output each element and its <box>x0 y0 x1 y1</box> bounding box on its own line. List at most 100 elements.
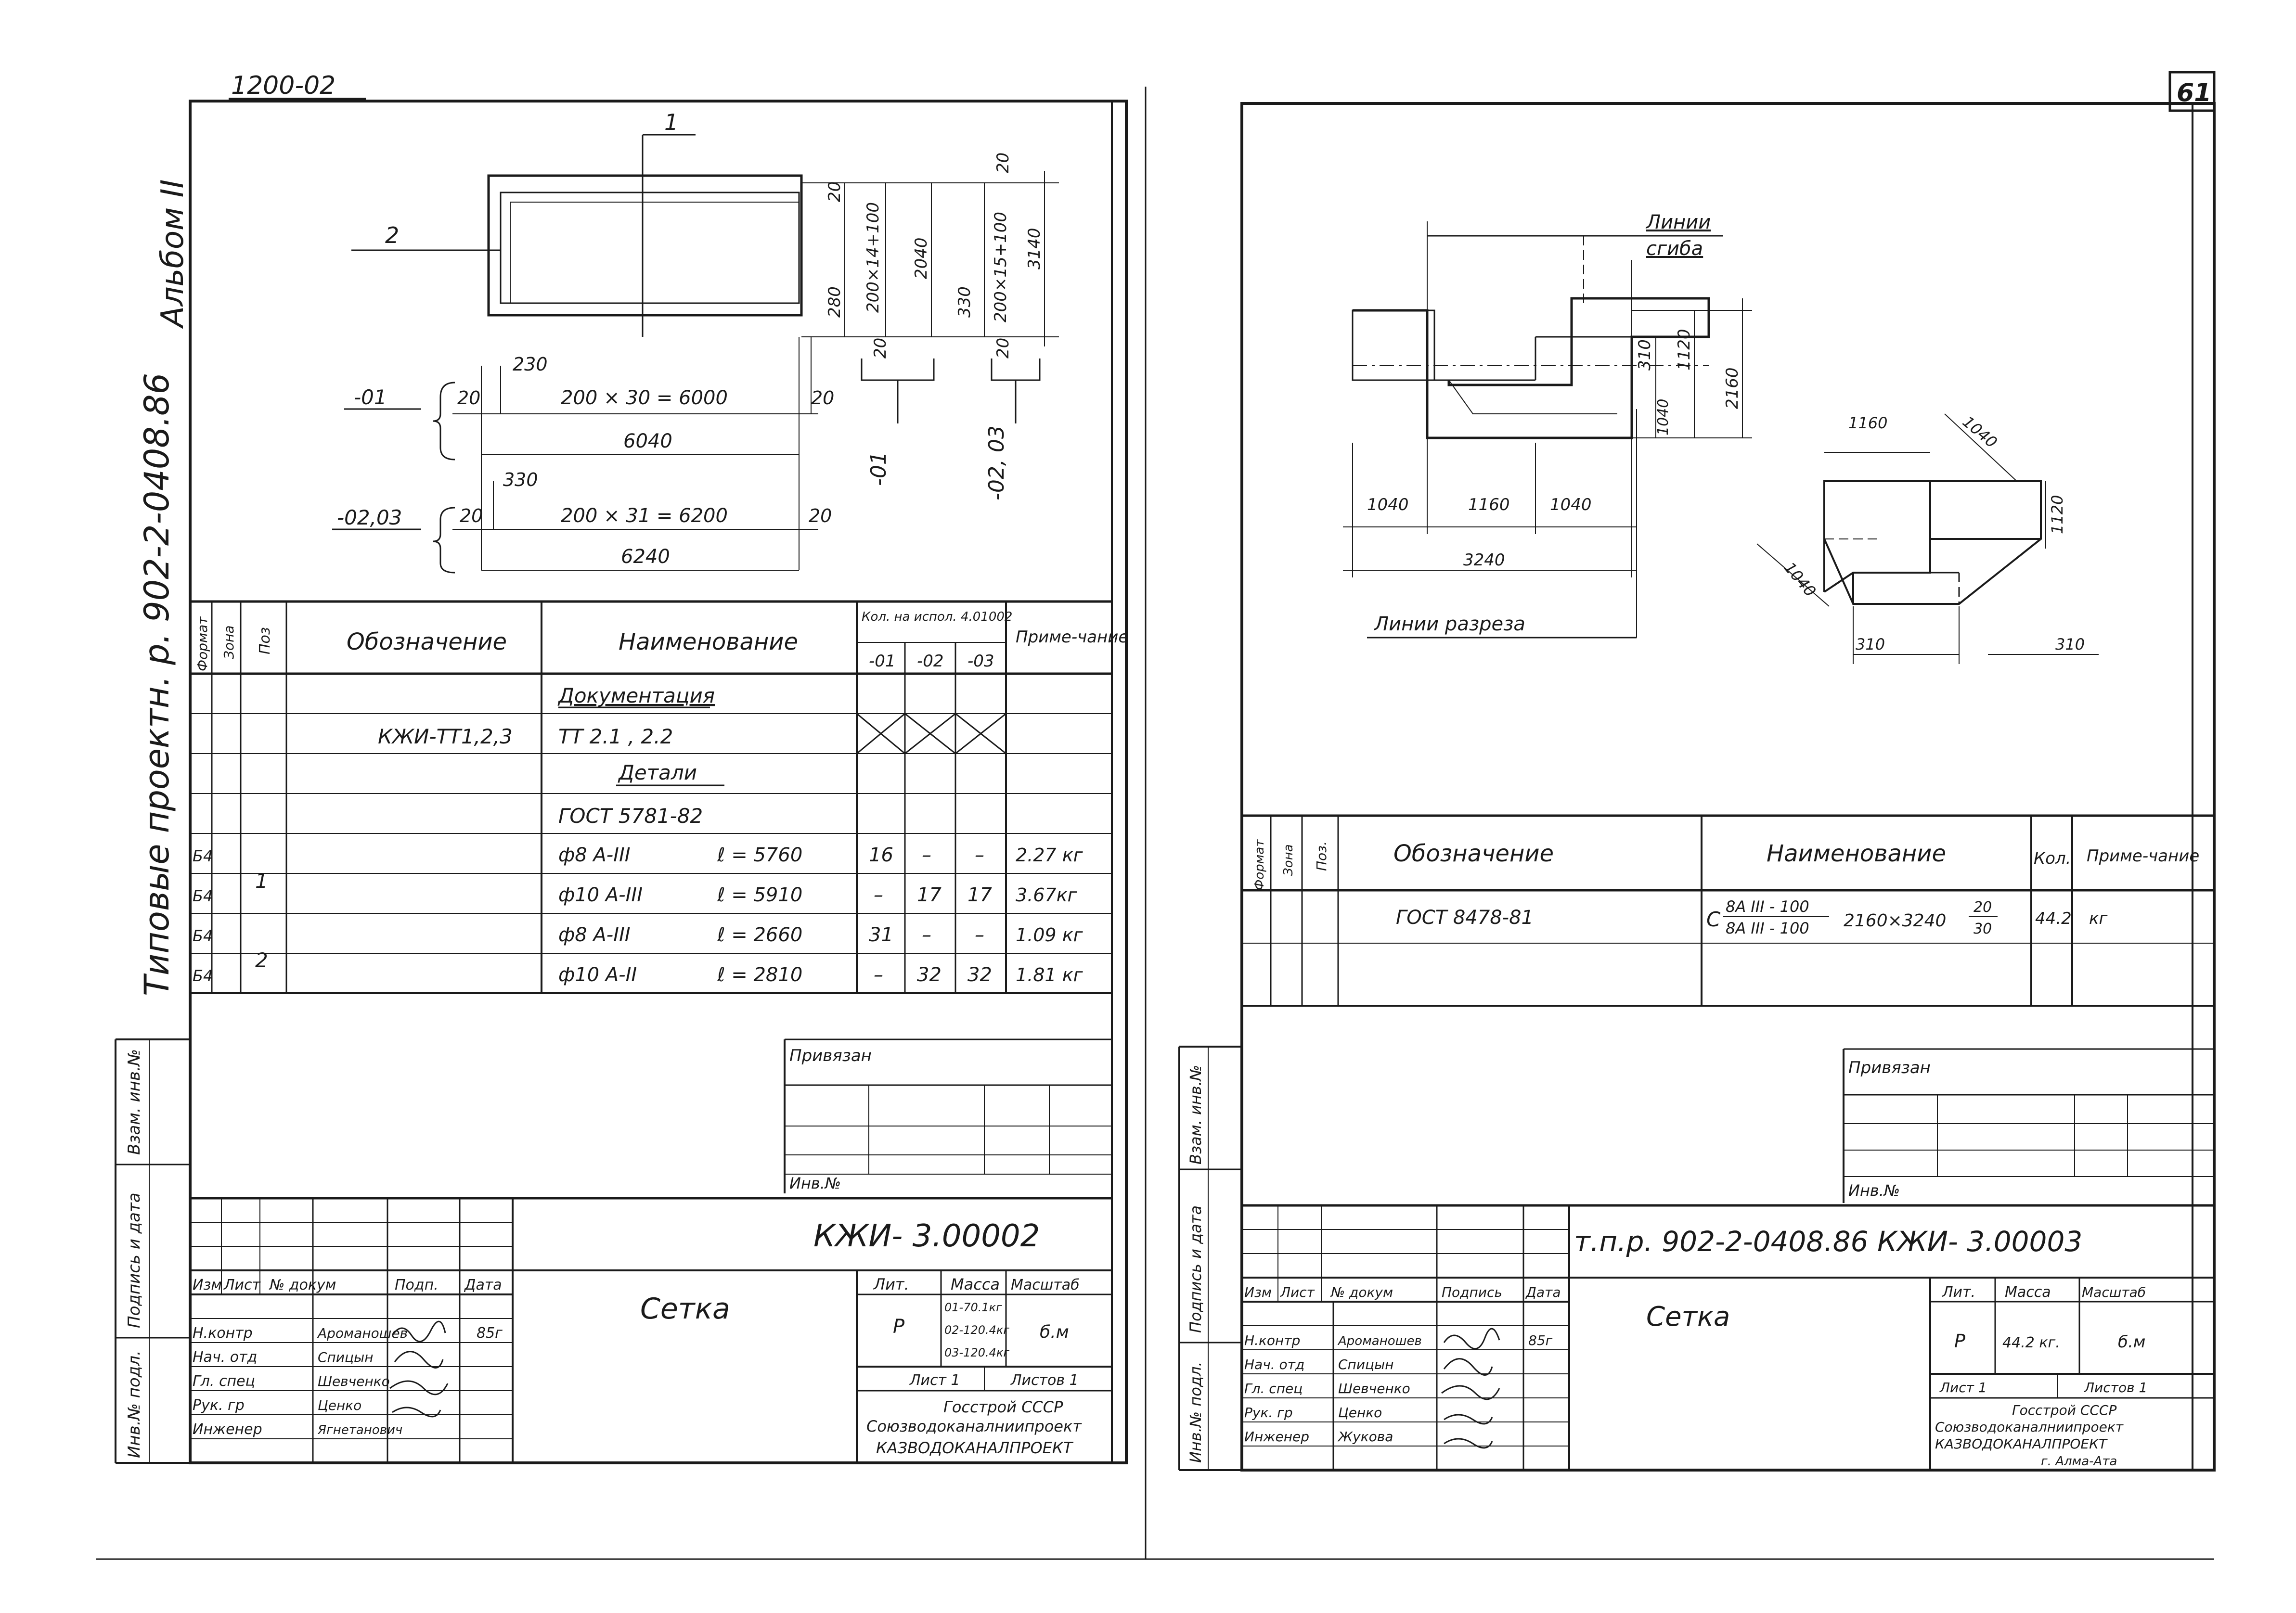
svg-text:Лит.: Лит. <box>1942 1284 1975 1301</box>
svg-text:Подпись: Подпись <box>1442 1284 1502 1300</box>
svg-text:1040: 1040 <box>1550 495 1592 514</box>
svg-text:–: – <box>975 844 984 866</box>
col-name: Наименование <box>619 628 798 655</box>
svg-text:30: 30 <box>1974 921 1992 937</box>
variant-01: -01 <box>354 385 387 409</box>
svg-text:–: – <box>975 924 984 946</box>
svg-text:ℓ = 2660: ℓ = 2660 <box>717 924 802 946</box>
svg-text:2160: 2160 <box>1723 367 1742 409</box>
staff-name: Ароманошев <box>317 1325 408 1341</box>
svg-text:17: 17 <box>967 884 992 906</box>
svg-text:сгиба: сгиба <box>1646 238 1703 260</box>
svg-text:330: 330 <box>955 286 974 318</box>
svg-text:Дата: Дата <box>464 1277 502 1293</box>
svg-text:С: С <box>1706 908 1721 931</box>
svg-text:Изм: Изм <box>193 1277 222 1293</box>
svg-text:Госстрой СССР: Госстрой СССР <box>2012 1402 2116 1418</box>
svg-text:280: 280 <box>825 286 844 318</box>
mesh-drawing: 1 2 20 20 280 200×14+100 2040 330 200×15… <box>332 109 1059 574</box>
svg-text:ГОСТ 5781-82: ГОСТ 5781-82 <box>558 804 703 828</box>
svg-text:Инв.№: Инв.№ <box>1848 1181 1900 1200</box>
svg-text:32: 32 <box>917 964 942 986</box>
row2-total: 6240 <box>621 546 670 568</box>
drawing-code: КЖИ- 3.00002 <box>813 1218 1040 1254</box>
side-label-inv: Инв.№ подл. <box>125 1350 144 1458</box>
svg-text:ф10 А-II: ф10 А-II <box>558 964 637 986</box>
svg-text:КАЗВОДОКАНАЛПРОЕКТ: КАЗВОДОКАНАЛПРОЕКТ <box>876 1439 1074 1457</box>
svg-text:Рук. гр: Рук. гр <box>193 1397 245 1414</box>
svg-text:Подп.: Подп. <box>395 1277 439 1293</box>
left-spec-table: Формат Зона Поз Обозначение Наименование… <box>190 600 1128 994</box>
svg-text:Приме-чание: Приме-чание <box>2087 846 2199 866</box>
svg-text:8А III - 100: 8А III - 100 <box>1726 919 1809 937</box>
doc-code: 1200-02 <box>231 71 335 100</box>
section-details: Детали <box>618 761 697 784</box>
svg-text:Инженер: Инженер <box>193 1421 262 1438</box>
svg-text:31: 31 <box>869 924 893 946</box>
svg-text:г. Алма-Ата: г. Алма-Ата <box>2041 1454 2117 1469</box>
svg-text:Масштаб: Масштаб <box>1011 1277 1080 1293</box>
series-label: Типовые проектн. р. 902-2-0408.86 <box>137 373 177 996</box>
table-row: Б4 ф8 А-III ℓ = 5760 16 – – 2.27 кг <box>193 844 1084 866</box>
svg-text:330: 330 <box>503 469 538 490</box>
svg-text:Листов 1: Листов 1 <box>2084 1380 2147 1395</box>
svg-text:–: – <box>874 884 883 906</box>
table-row: Б4 ф8 А-III ℓ = 2660 31 – – 1.09 кг <box>193 924 1084 946</box>
svg-text:Поз: Поз <box>257 627 273 654</box>
svg-text:Р: Р <box>1954 1331 1965 1352</box>
svg-text:Привязан: Привязан <box>789 1046 872 1065</box>
drawing-title: Сетка <box>640 1292 730 1326</box>
right-title-block: Изм Лист № докум Подпись Дата Н.контр Ар… <box>1242 1204 2214 1470</box>
svg-text:Масса: Масса <box>951 1275 1000 1293</box>
svg-text:-01: -01 <box>869 652 896 671</box>
svg-text:03-120.4кг: 03-120.4кг <box>944 1346 1009 1359</box>
svg-text:ТТ 2.1 , 2.2: ТТ 2.1 , 2.2 <box>558 725 673 748</box>
svg-text:200×15+100: 200×15+100 <box>991 212 1010 322</box>
col-designation: Обозначение <box>347 628 507 655</box>
right-privyazan-box: Привязан Инв.№ <box>1843 1048 2214 1203</box>
svg-text:20: 20 <box>993 338 1013 358</box>
svg-text:–: – <box>922 844 931 866</box>
svg-text:20: 20 <box>457 387 480 409</box>
svg-text:Зона: Зона <box>1281 844 1296 876</box>
signature-scribble <box>389 1320 449 1418</box>
svg-text:кг: кг <box>2089 909 2108 928</box>
left-title-block: Изм Лист № докум Подп. Дата Н.контр Аром… <box>190 1197 1112 1463</box>
svg-text:85г: 85г <box>477 1325 503 1342</box>
side-label-zam: Взам. инв.№ <box>125 1049 144 1155</box>
callout-2: 2 <box>385 222 399 248</box>
row1-total: 6040 <box>623 430 672 452</box>
side-label-sign: Подпись и дата <box>125 1192 144 1328</box>
signature-scribble <box>1441 1328 1500 1449</box>
svg-text:КЖИ-ТТ1,2,3: КЖИ-ТТ1,2,3 <box>378 725 513 748</box>
callout-1: 1 <box>664 109 678 135</box>
variant-0203: -02,03 <box>337 506 402 529</box>
svg-text:2: 2 <box>255 948 268 972</box>
svg-text:3140: 3140 <box>1025 228 1044 269</box>
svg-text:Госстрой СССР: Госстрой СССР <box>943 1398 1063 1416</box>
svg-text:1160: 1160 <box>1848 414 1887 432</box>
svg-text:1120: 1120 <box>1675 329 1694 371</box>
svg-text:Б4: Б4 <box>193 887 213 905</box>
svg-text:Обозначение: Обозначение <box>1393 840 1554 867</box>
svg-text:Б4: Б4 <box>193 927 213 945</box>
row1-dim: 200 × 30 = 6000 <box>561 387 728 409</box>
side-variant-0203: -02, 03 <box>984 425 1009 500</box>
svg-text:8А III - 100: 8А III - 100 <box>1726 897 1809 916</box>
svg-text:Кол. на испол. 4.01002: Кол. на испол. 4.01002 <box>862 610 1012 624</box>
svg-text:Линии: Линии <box>1645 211 1711 233</box>
svg-text:ℓ = 2810: ℓ = 2810 <box>717 964 802 986</box>
svg-text:20: 20 <box>825 181 844 202</box>
svg-text:Ценко: Ценко <box>1338 1405 1382 1421</box>
svg-text:2.27 кг: 2.27 кг <box>1016 845 1084 866</box>
svg-text:-03: -03 <box>967 652 994 671</box>
svg-text:20: 20 <box>809 505 832 526</box>
svg-text:32: 32 <box>967 964 992 986</box>
svg-text:20: 20 <box>1974 899 1992 916</box>
svg-text:200×14+100: 200×14+100 <box>864 202 883 313</box>
svg-text:20: 20 <box>871 338 890 358</box>
svg-text:№ докум: № докум <box>1330 1284 1393 1300</box>
svg-text:2160×3240: 2160×3240 <box>1844 911 1946 931</box>
svg-text:Приме-чание: Приме-чание <box>1016 627 1128 647</box>
